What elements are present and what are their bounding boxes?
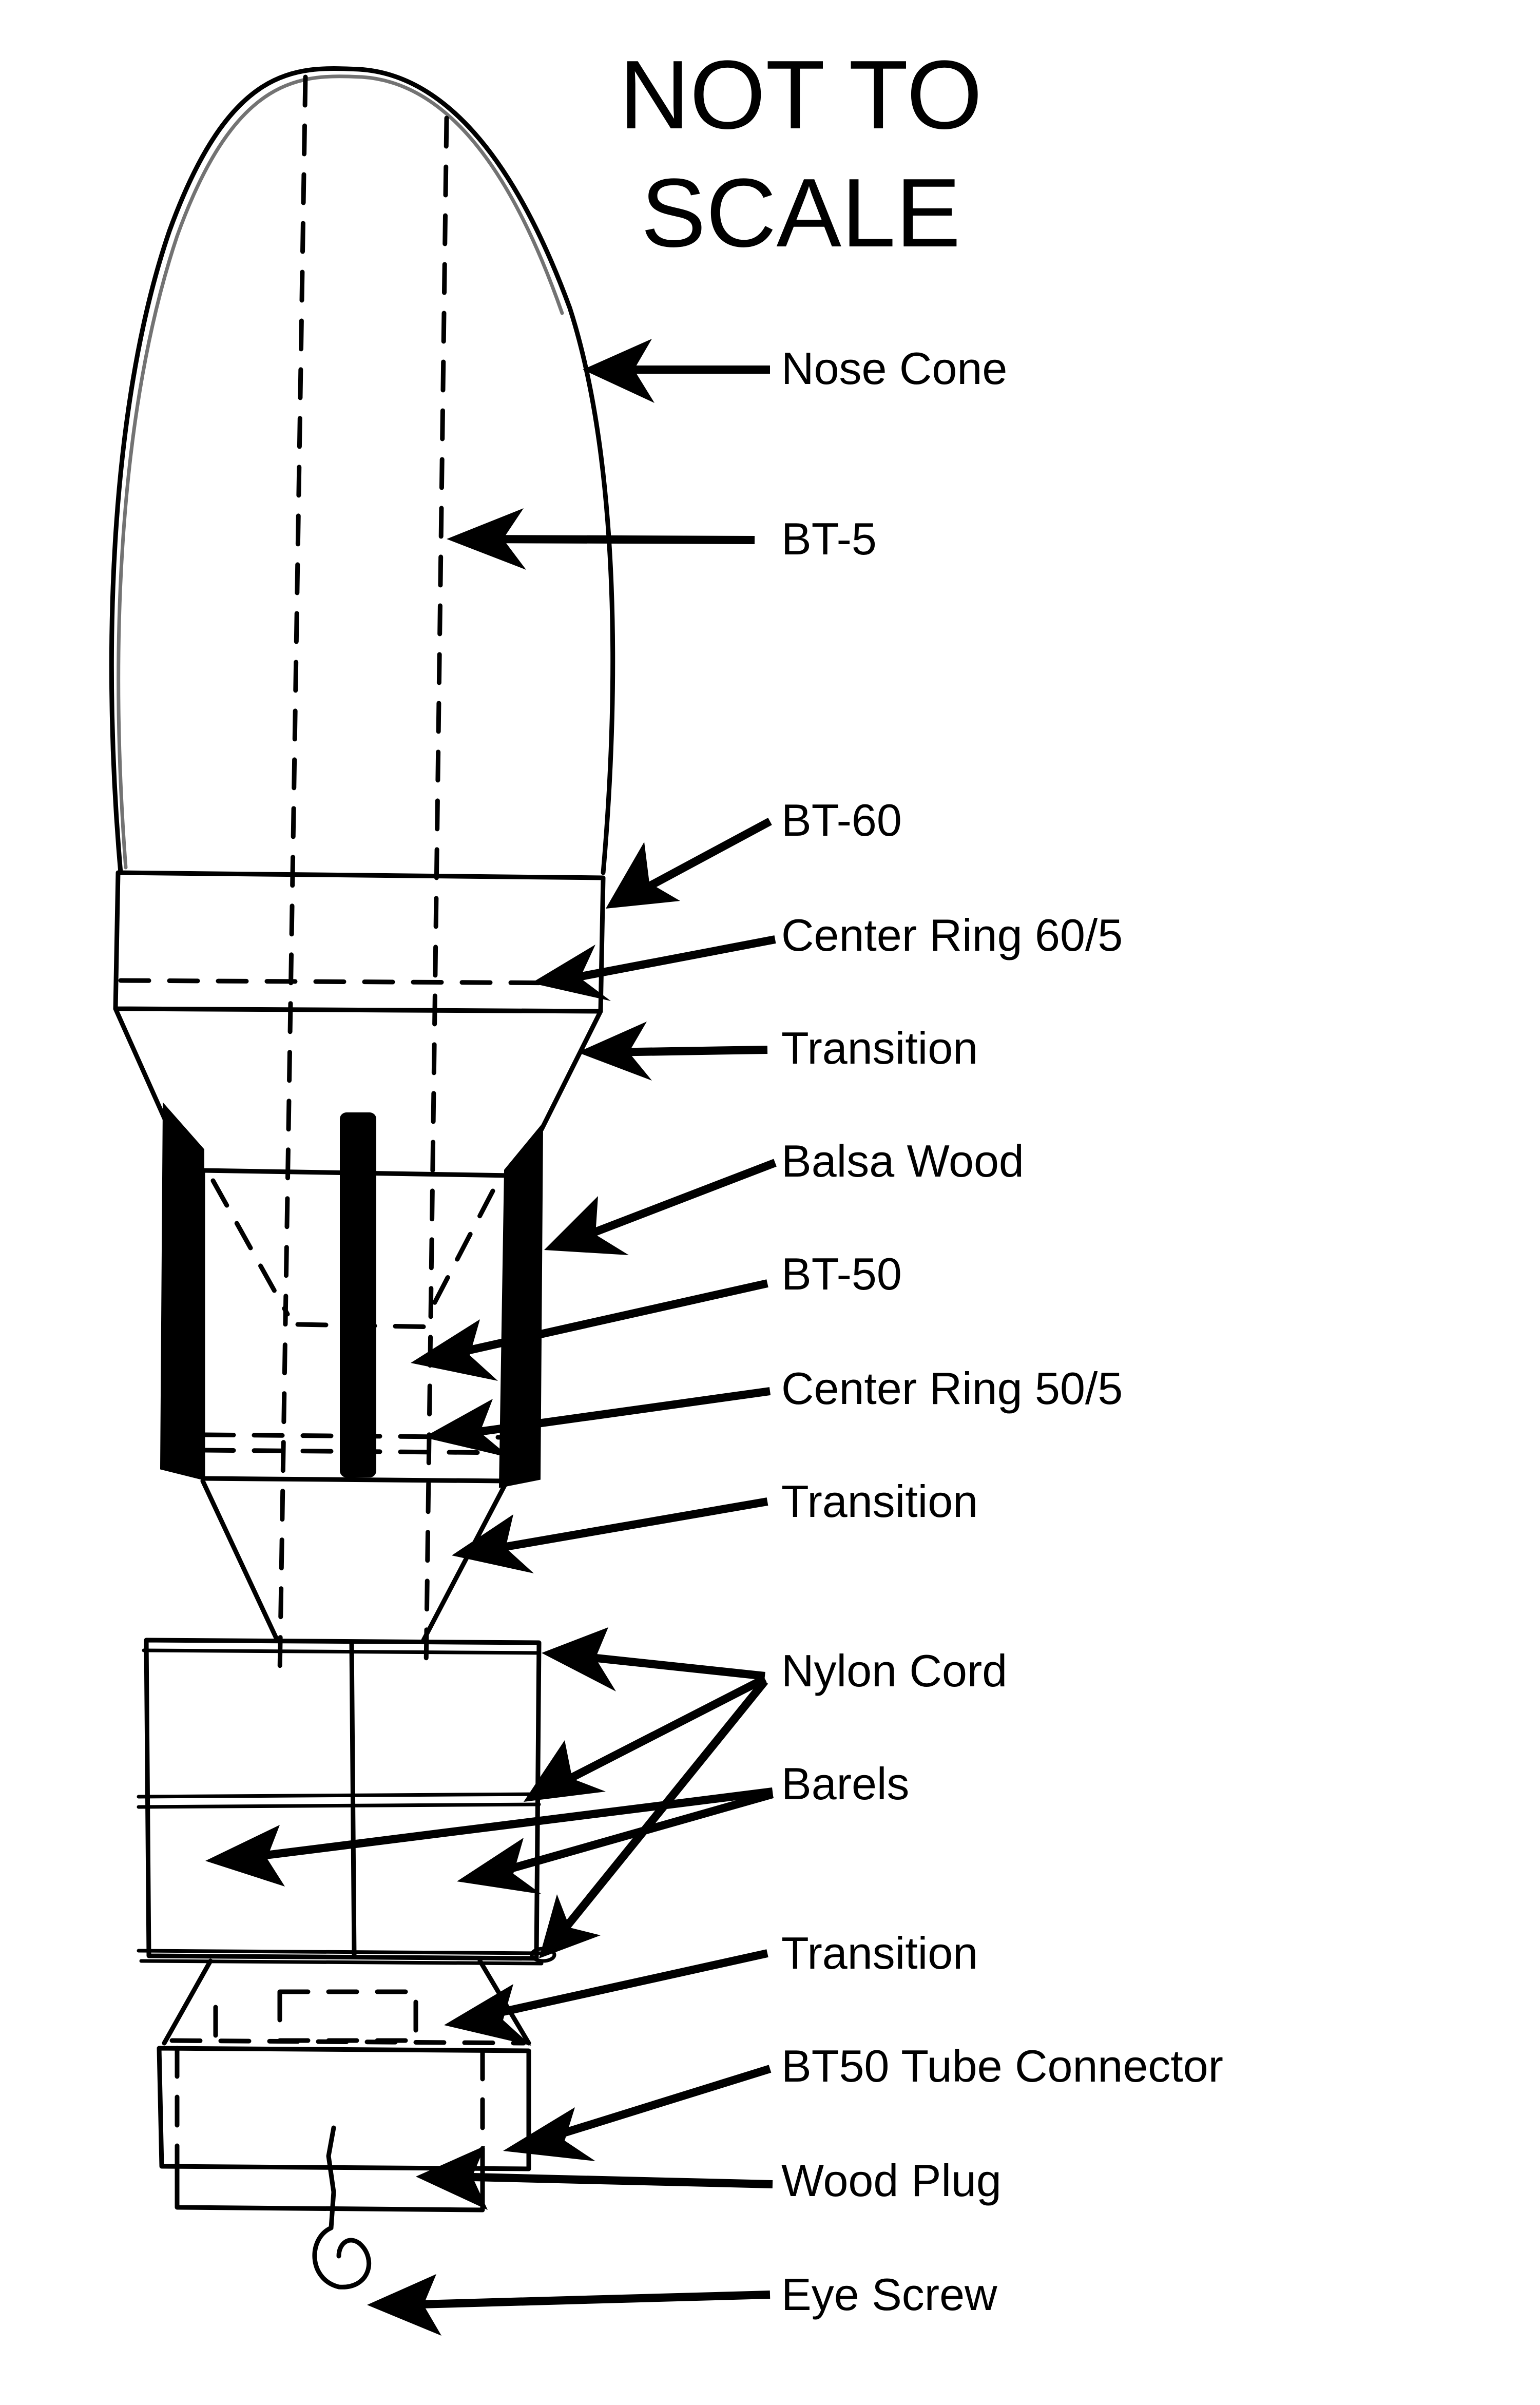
center-ring-50-5-dashed-2 — [203, 1448, 508, 1455]
bt50-inner-horizontal — [295, 1322, 439, 1330]
middle-transition-shape — [200, 1478, 508, 1643]
arrow-transition-upper-line — [605, 1046, 768, 1056]
arrow-barels-line-1 — [241, 1787, 773, 1862]
arrow-nylon-cord-head-1 — [542, 1627, 616, 1691]
arrow-bt5-head — [447, 508, 526, 570]
arrow-center-ring-60-5-line — [559, 935, 776, 985]
arrow-transition-middle-line — [484, 1497, 768, 1554]
arrow-barels-line-2 — [491, 1790, 774, 1878]
label-barels: Barels — [781, 1758, 909, 1809]
bt60-tube-shape — [113, 870, 606, 1014]
arrow-transition-lower-line — [476, 1949, 768, 2022]
arrow-nylon-cord-head-2 — [524, 1740, 606, 1802]
tube-connector-dashed-inner — [213, 1989, 418, 2043]
arrow-bt60-head — [606, 842, 680, 909]
arrow-barels-head-2 — [457, 1838, 542, 1894]
label-bt50-tube-connector: BT50 Tube Connector — [781, 2041, 1223, 2091]
arrow-wood-plug-head — [416, 2146, 488, 2210]
label-bt-50: BT-50 — [781, 1248, 902, 1299]
arrow-nylon-cord-line-1 — [572, 1651, 765, 1680]
nylon-cord-top — [142, 1648, 541, 1655]
arrow-bt5-line — [472, 535, 755, 544]
label-bt-60: BT-60 — [781, 795, 902, 845]
label-center-ring-60-5: Center Ring 60/5 — [781, 910, 1123, 960]
barrels-section — [137, 1638, 556, 1966]
arrow-balsa-wood-line — [573, 1159, 777, 1244]
label-transition-middle: Transition — [781, 1476, 978, 1527]
balsa-wood-center — [340, 1112, 376, 1477]
wood-plug-section — [157, 2046, 531, 2212]
nose-cone-sketch-line — [117, 74, 564, 870]
eye-screw-icon — [312, 2125, 371, 2289]
bt50-tube-shape — [200, 1168, 513, 1484]
label-nose-cone: Nose Cone — [781, 343, 1007, 394]
arrow-balsa-wood-head — [544, 1196, 629, 1255]
arrow-eye-screw-line — [400, 2291, 771, 2309]
upper-transition-shape — [113, 1006, 603, 1132]
arrow-bt50-tube-connector-head — [503, 2107, 595, 2161]
arrow-barels-head-1 — [205, 1825, 285, 1887]
arrow-bt50-line — [446, 1279, 768, 1359]
leader-arrows — [205, 339, 777, 2336]
arrow-transition-middle-head — [452, 1514, 534, 1573]
label-nylon-cord: Nylon Cord — [781, 1645, 1007, 1696]
arrow-nose-cone-head — [583, 339, 654, 403]
nylon-cord-middle — [137, 1792, 541, 1809]
barrels-divider — [349, 1640, 357, 1958]
arrow-nylon-cord-line-2 — [552, 1675, 767, 1791]
title-line-2: SCALE — [641, 159, 960, 267]
arrow-wood-plug-line — [451, 2172, 773, 2188]
label-eye-screw: Eye Screw — [781, 2269, 997, 2320]
tube-connector-dashed-top — [169, 2038, 526, 2046]
bt50-left-taper — [210, 1178, 290, 1317]
label-transition-lower: Transition — [781, 1928, 978, 1978]
label-bt-5: BT-5 — [781, 513, 877, 564]
arrow-center-ring-60-5-head — [531, 945, 611, 1001]
arrow-eye-screw-head — [367, 2274, 441, 2336]
arrow-center-ring-50-5-head — [424, 1399, 511, 1458]
tube-connector-base — [175, 2164, 485, 2212]
barrels-outline — [144, 1638, 542, 1961]
part-labels: Nose Cone BT-5 BT-60 Center Ring 60/5 Tr… — [781, 343, 1223, 2320]
bt50-right-taper — [426, 1188, 495, 1317]
label-balsa-wood: Balsa Wood — [781, 1136, 1024, 1186]
arrow-center-ring-50-5-line — [456, 1387, 771, 1439]
arrow-bt50-head — [411, 1319, 498, 1381]
label-center-ring-50-5: Center Ring 50/5 — [781, 1363, 1123, 1414]
arrow-transition-upper-head — [578, 1022, 652, 1081]
title-line-1: NOT TO — [619, 41, 982, 149]
rocket-drawing — [109, 66, 615, 2289]
not-to-scale-title: NOT TO SCALE — [619, 41, 982, 267]
arrow-bt60-line — [629, 817, 772, 900]
arrow-bt50-tube-connector-line — [537, 2065, 772, 2145]
nose-cone-shape — [109, 66, 615, 875]
center-ring-60-5-dashed — [118, 978, 578, 986]
wood-plug-shape — [157, 2046, 531, 2171]
balsa-wood-left — [160, 1102, 204, 1480]
arrow-transition-lower-head — [444, 1984, 531, 2046]
label-transition-upper: Transition — [781, 1023, 978, 1073]
bt5-right-dashed-line — [424, 116, 449, 1671]
arrow-nylon-cord-head-3 — [539, 1894, 601, 1958]
label-wood-plug: Wood Plug — [781, 2155, 1002, 2206]
